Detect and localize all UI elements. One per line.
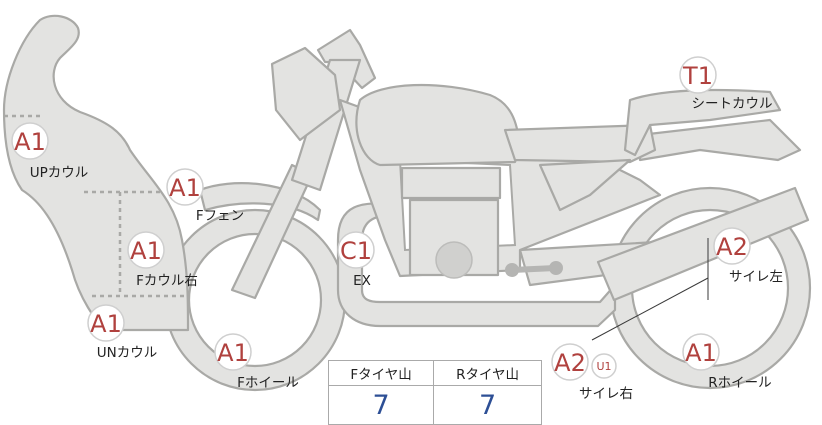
part-marker-rear-wheel: A1 Rホイール [682,333,772,391]
grade-silencer-right: A2 [554,349,586,377]
engine-top-shape [400,166,502,200]
grade-under-cowl: A1 [90,310,122,338]
side-cover-shape [538,158,632,212]
tire-tread-table: Fタイヤ山 Rタイヤ山 7 7 [327,360,542,425]
grade-front-cowl-right: A1 [130,237,162,265]
part-marker-under-cowl: A1 UNカウル [87,304,157,361]
grade-front-fender: A1 [169,174,201,202]
engine-cover-shape [435,241,473,279]
label-exhaust: EX [353,273,371,289]
part-marker-silencer-left: A2 サイレ左 [713,227,783,285]
part-marker-exhaust: C1 EX [337,231,375,289]
rear-tread-value: 7 [433,385,542,425]
label-front-cowl-right: Fカウル右 [136,273,198,289]
seat-shape [503,123,657,164]
label-silencer-right: サイレ右 [579,386,633,402]
grade-seat-cowl: T1 [682,62,713,90]
silencer-shape [596,186,810,302]
label-seat-cowl: シートカウル [692,96,773,112]
steering-stem-shape [290,58,362,192]
part-marker-silencer-right: A2 U1 サイレ右 [551,343,633,402]
rear-tread-header: Rタイヤ山 [433,360,542,386]
grade-rear-wheel: A1 [685,339,717,367]
kickstand-shape [505,261,563,277]
front-tread-value: 7 [327,385,435,425]
fuel-tank-shape [355,83,522,167]
grade-silencer-left: A2 [716,233,748,261]
grade-up-cowl: A1 [14,128,46,156]
part-marker-front-wheel: A1 Fホイール [214,333,299,391]
label-silencer-left: サイレ左 [729,269,783,285]
part-marker-up-cowl: A1 UPカウル [11,122,89,181]
label-under-cowl: UNカウル [97,345,157,361]
sub-grade-silencer-right: U1 [596,360,611,373]
part-marker-front-fender: A1 Fフェン [166,168,244,224]
rear-fender-shape [638,118,802,162]
grade-exhaust: C1 [340,237,372,265]
headlight-shape [270,46,342,142]
label-up-cowl: UPカウル [30,165,89,181]
part-marker-seat-cowl: T1 シートカウル [679,56,773,112]
seat-cowl-shape [623,88,782,157]
part-marker-front-cowl-right: A1 Fカウル右 [127,231,198,289]
label-rear-wheel: Rホイール [708,375,771,391]
label-front-wheel: Fホイール [237,375,299,391]
grade-front-wheel: A1 [217,339,249,367]
label-front-fender: Fフェン [196,208,244,224]
silencer-right-leader [591,277,709,341]
front-wheel-shape [163,208,347,392]
front-tread-header: Fタイヤ山 [327,360,435,386]
